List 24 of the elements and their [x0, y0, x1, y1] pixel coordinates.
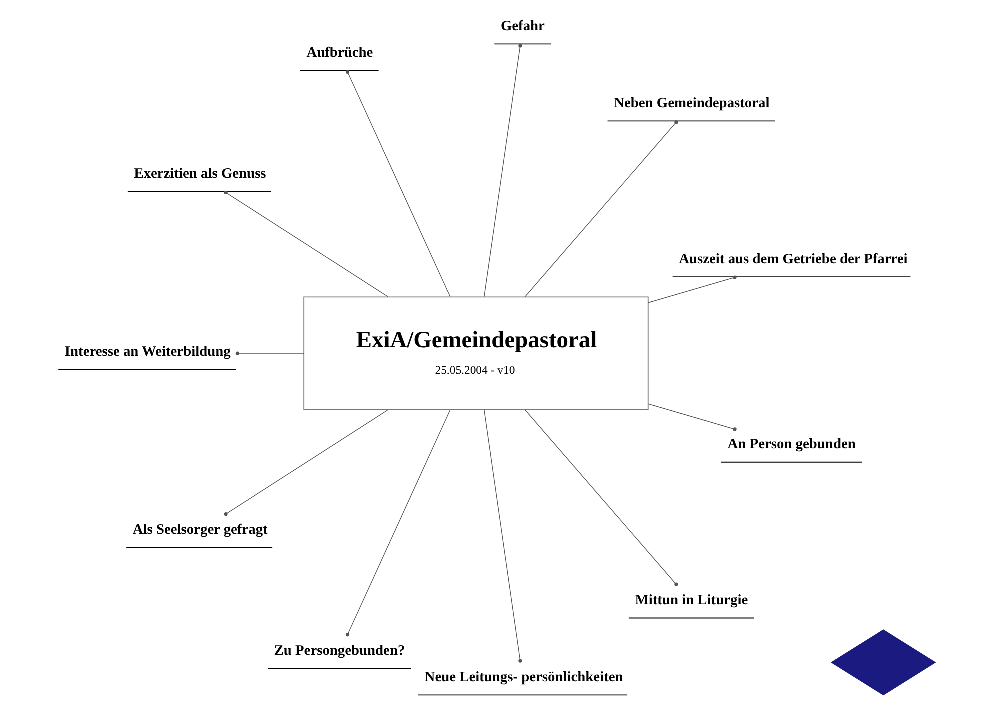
connector	[524, 120, 678, 298]
node-text: Neue Leitungs- persönlichkeiten	[424, 670, 624, 686]
node-text: Auszeit aus dem Getriebe der Pfarrei	[679, 251, 908, 268]
connector	[524, 410, 678, 586]
node-diamond	[830, 630, 936, 696]
node-text: Zu Persongebunden?	[274, 643, 406, 660]
connector	[236, 352, 304, 356]
connector	[346, 70, 451, 298]
node-text: Exerzitien als Genuss	[134, 166, 266, 182]
connector	[224, 190, 389, 298]
connector	[224, 410, 389, 516]
connector	[484, 409, 522, 663]
connector	[648, 404, 737, 432]
node-text: Mittun in Liturgie	[635, 592, 748, 609]
node-text: Als Seelsorger gefragt	[132, 522, 268, 538]
connector	[484, 44, 522, 298]
node-box: ExiA/Gemeindepastoral 25.05.2004 - v10	[304, 296, 649, 410]
node-text: An Person gebunden	[728, 436, 856, 453]
node-text: Gefahr	[500, 18, 545, 35]
node-text: Interesse an Weiterbildung	[64, 344, 231, 360]
node-text: Neben Gemeindepastoral	[614, 95, 770, 112]
connector	[346, 410, 451, 637]
node-text: Aufbrüche	[306, 44, 374, 61]
connector	[648, 276, 737, 304]
